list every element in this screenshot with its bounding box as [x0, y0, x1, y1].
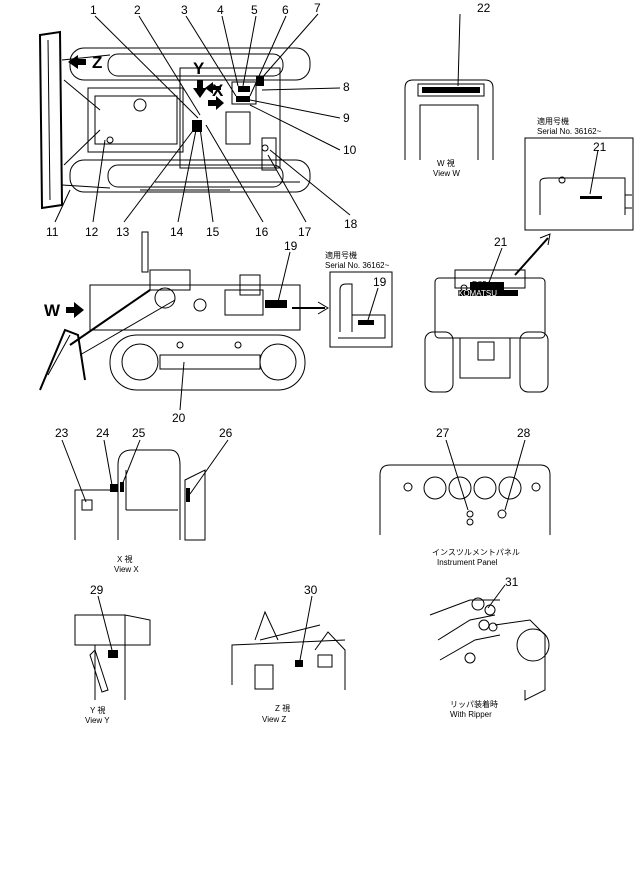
view-w-drawing — [404, 13, 494, 160]
decal-d85a-text: D85A — [472, 280, 493, 289]
side-view-dozer — [39, 231, 329, 411]
callout-19b: 19 — [373, 275, 387, 289]
callout-27: 27 — [436, 426, 450, 440]
decal-komatsu-text: KOMATSU — [458, 289, 497, 298]
callout-16: 16 — [255, 225, 269, 239]
view-y-drawing — [74, 595, 151, 700]
callout-17: 17 — [298, 225, 312, 239]
serial-note-1-jp: 適用号機 — [537, 116, 569, 126]
view-letter-z: Z — [92, 53, 102, 72]
instrument-panel-drawing — [379, 439, 551, 535]
callout-3: 3 — [181, 3, 188, 17]
callout-29: 29 — [90, 583, 104, 597]
callout-7: 7 — [314, 1, 321, 15]
decal-19-detail — [329, 271, 393, 348]
view-letter-w: W — [44, 301, 61, 320]
callout-1: 1 — [90, 3, 97, 17]
view-x-drawing — [61, 439, 229, 541]
callout-26: 26 — [219, 426, 233, 440]
instrument-panel-caption-jp: インスツルメントパネル — [432, 548, 520, 557]
callout-23: 23 — [55, 426, 69, 440]
view-z-caption-en: View Z — [262, 715, 286, 724]
callout-25: 25 — [132, 426, 146, 440]
callout-21b: 21 — [494, 235, 508, 249]
callout-5: 5 — [251, 3, 258, 17]
callout-15: 15 — [206, 225, 220, 239]
callout-14: 14 — [170, 225, 184, 239]
callout-4: 4 — [217, 3, 224, 17]
view-x-caption-en: View X — [114, 565, 139, 574]
decal-21-detail — [524, 137, 634, 231]
top-view-dozer: Z Y X — [38, 13, 351, 223]
callout-6: 6 — [282, 3, 289, 17]
callout-21a: 21 — [593, 140, 607, 154]
view-z-drawing — [231, 595, 346, 690]
callout-11: 11 — [46, 225, 59, 239]
callout-9: 9 — [343, 111, 350, 125]
instrument-panel-caption-en: Instrument Panel — [437, 558, 498, 567]
callout-22: 22 — [477, 1, 491, 15]
callout-10: 10 — [343, 143, 357, 157]
view-y-caption-jp: Y 視 — [90, 706, 105, 715]
view-w-caption-en: View W — [433, 169, 460, 178]
callout-12: 12 — [85, 225, 99, 239]
view-letter-y: Y — [193, 59, 205, 78]
callout-24: 24 — [96, 426, 110, 440]
callout-13: 13 — [116, 225, 130, 239]
callout-19a: 19 — [284, 239, 298, 253]
callout-31: 31 — [505, 575, 519, 589]
view-z-caption-jp: Z 視 — [275, 704, 290, 713]
callout-20: 20 — [172, 411, 186, 425]
with-ripper-caption-jp: リッパ装着時 — [450, 699, 498, 709]
callout-8: 8 — [343, 80, 350, 94]
with-ripper-drawing — [429, 584, 550, 701]
view-w-caption-jp: W 視 — [437, 159, 455, 168]
callout-2: 2 — [134, 3, 141, 17]
serial-note-2-jp: 適用号機 — [325, 250, 357, 260]
callout-18: 18 — [344, 217, 358, 231]
callout-28: 28 — [517, 426, 531, 440]
view-y-caption-en: View Y — [85, 716, 110, 725]
with-ripper-caption-en: With Ripper — [450, 710, 492, 719]
serial-note-1-en: Serial No. 36162~ — [537, 127, 602, 136]
serial-note-2-en: Serial No. 36162~ — [325, 261, 390, 270]
view-letter-x: X — [212, 81, 224, 100]
rear-view-dozer — [424, 247, 549, 393]
callout-30: 30 — [304, 583, 318, 597]
view-x-caption-jp: X 視 — [117, 555, 133, 564]
